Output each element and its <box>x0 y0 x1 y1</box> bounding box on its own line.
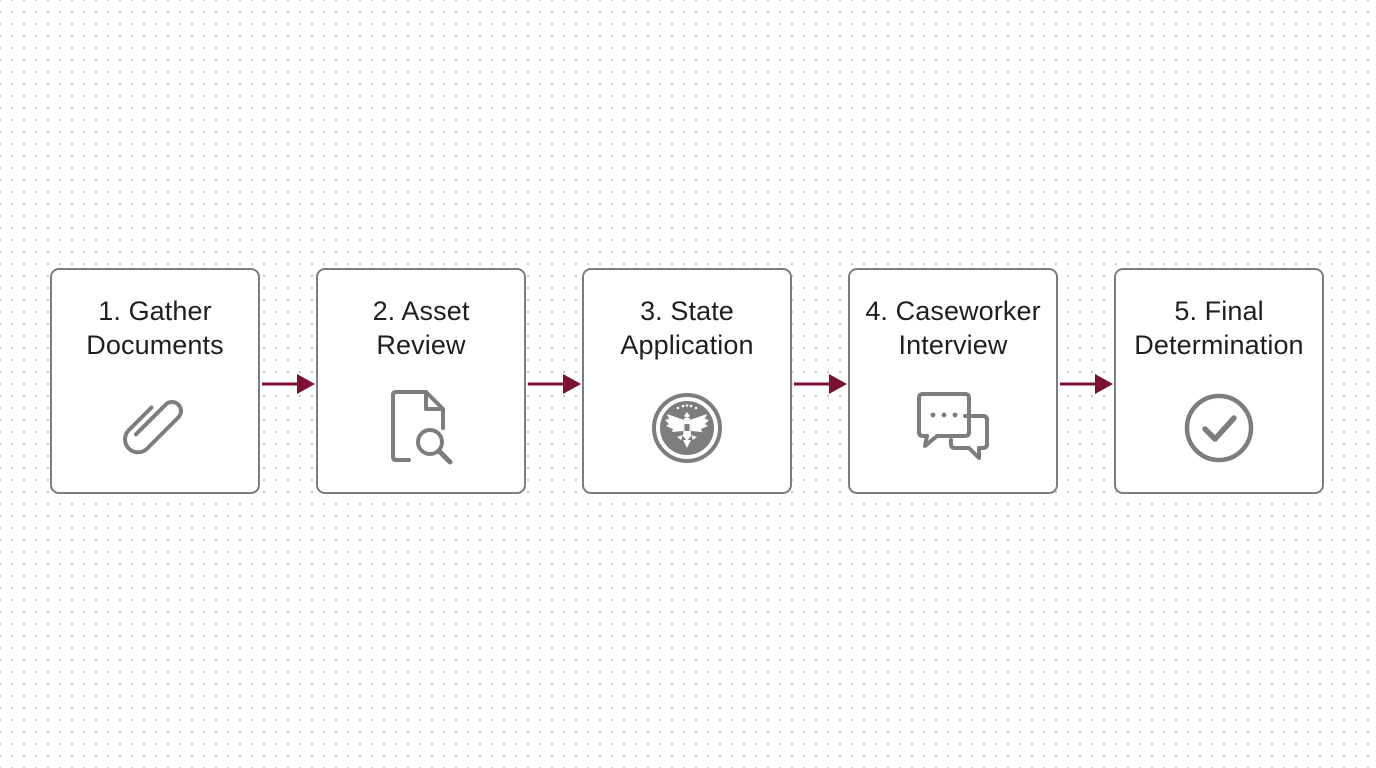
paperclip-icon <box>115 388 195 468</box>
step-title: 3. State Application <box>584 294 790 362</box>
step-title: 1. Gather Documents <box>52 294 258 362</box>
step-title-line-2: Determination <box>1134 330 1304 360</box>
connector-arrow-4-5 <box>1060 372 1114 396</box>
document-search-icon <box>381 388 461 468</box>
step-title-line-1: 3. State <box>640 296 734 326</box>
step-title: 4. Caseworker Interview <box>850 294 1056 362</box>
step-final-determination: 5. Final Determination <box>1114 268 1324 494</box>
step-title: 2. Asset Review <box>318 294 524 362</box>
step-title: 5. Final Determination <box>1116 294 1322 362</box>
step-title-line-1: 1. Gather <box>98 296 212 326</box>
step-title-line-2: Documents <box>86 330 224 360</box>
connector-arrow-2-3 <box>528 372 582 396</box>
connector-arrow-3-4 <box>794 372 848 396</box>
step-asset-review: 2. Asset Review <box>316 268 526 494</box>
step-title-line-2: Review <box>376 330 466 360</box>
chat-bubbles-icon <box>913 388 993 468</box>
step-gather-documents: 1. Gather Documents <box>50 268 260 494</box>
check-circle-icon <box>1179 388 1259 468</box>
step-title-line-1: 2. Asset <box>372 296 470 326</box>
step-title-line-1: 5. Final <box>1174 296 1264 326</box>
step-caseworker-interview: 4. Caseworker Interview <box>848 268 1058 494</box>
step-title-line-2: Application <box>620 330 754 360</box>
connector-arrow-1-2 <box>262 372 316 396</box>
eagle-seal-icon <box>647 388 727 468</box>
step-title-line-2: Interview <box>898 330 1008 360</box>
step-state-application: 3. State Application <box>582 268 792 494</box>
step-title-line-1: 4. Caseworker <box>865 296 1041 326</box>
